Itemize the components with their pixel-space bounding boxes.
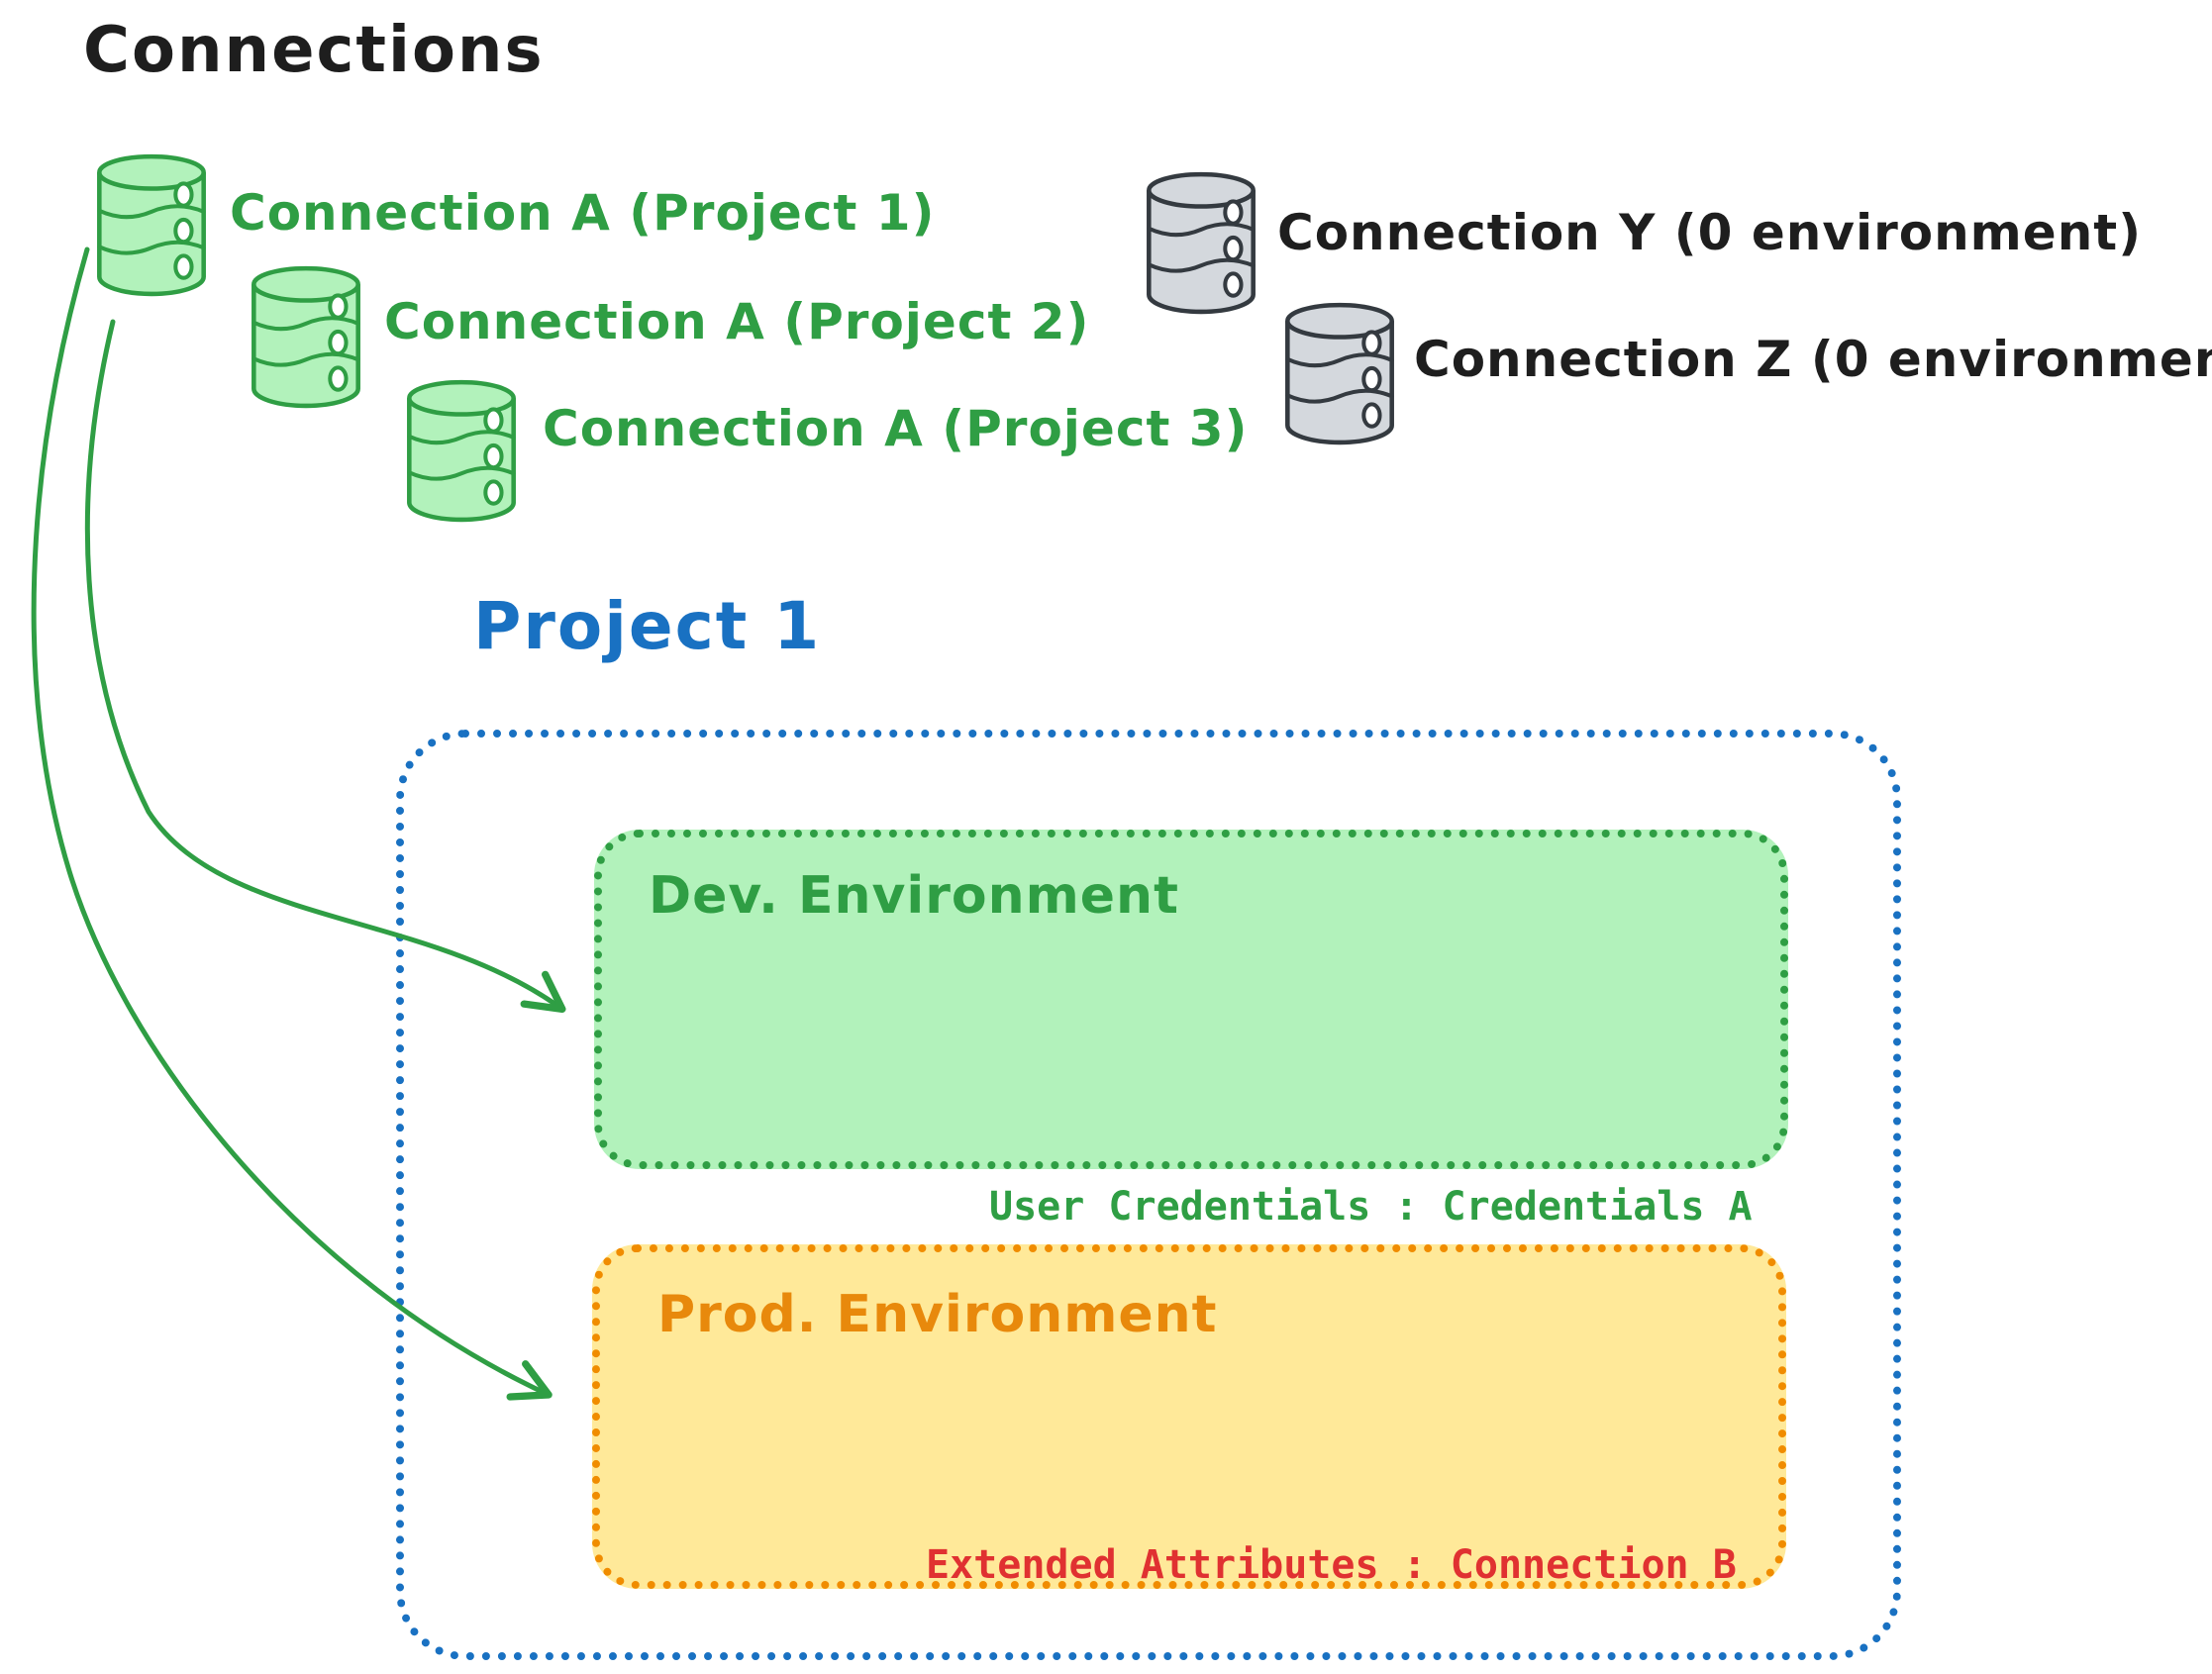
prod-environment-title: Prod. Environment — [657, 1285, 1218, 1344]
database-icon — [1279, 297, 1400, 449]
connections-title: Connections — [83, 14, 545, 87]
database-icon — [91, 148, 212, 301]
connection-label: Connection A (Project 2) — [384, 293, 1090, 350]
project-title: Project 1 — [473, 588, 822, 664]
database-icon — [1141, 166, 1261, 319]
database-icon — [401, 374, 522, 527]
prod-credential-mapping: Extended Attributes : Connection B Ext.A… — [926, 1436, 1760, 1674]
connection-label: Connection A (Project 3) — [543, 400, 1249, 457]
project-box: Dev. Environment User Credentials : Cred… — [396, 730, 1901, 1660]
dev-environment-title: Dev. Environment — [649, 866, 1179, 926]
dev-environment-box: Dev. Environment User Credentials : Cred… — [594, 830, 1788, 1230]
credential-mapping-line: Extended Attributes : Connection B — [926, 1542, 1737, 1588]
connection-label: Connection Y (0 environment) — [1277, 204, 2143, 261]
credential-mapping-line: User Credentials : Credentials A — [989, 1184, 1753, 1230]
connection-label: Connection Z (0 environment) — [1414, 331, 2212, 388]
connection-label: Connection A (Project 1) — [230, 184, 936, 242]
dev-credential-mapping: User Credentials : Credentials A — [989, 1078, 1753, 1335]
prod-environment-box: Prod. Environment Extended Attributes : … — [592, 1244, 1786, 1589]
database-icon — [246, 260, 366, 413]
